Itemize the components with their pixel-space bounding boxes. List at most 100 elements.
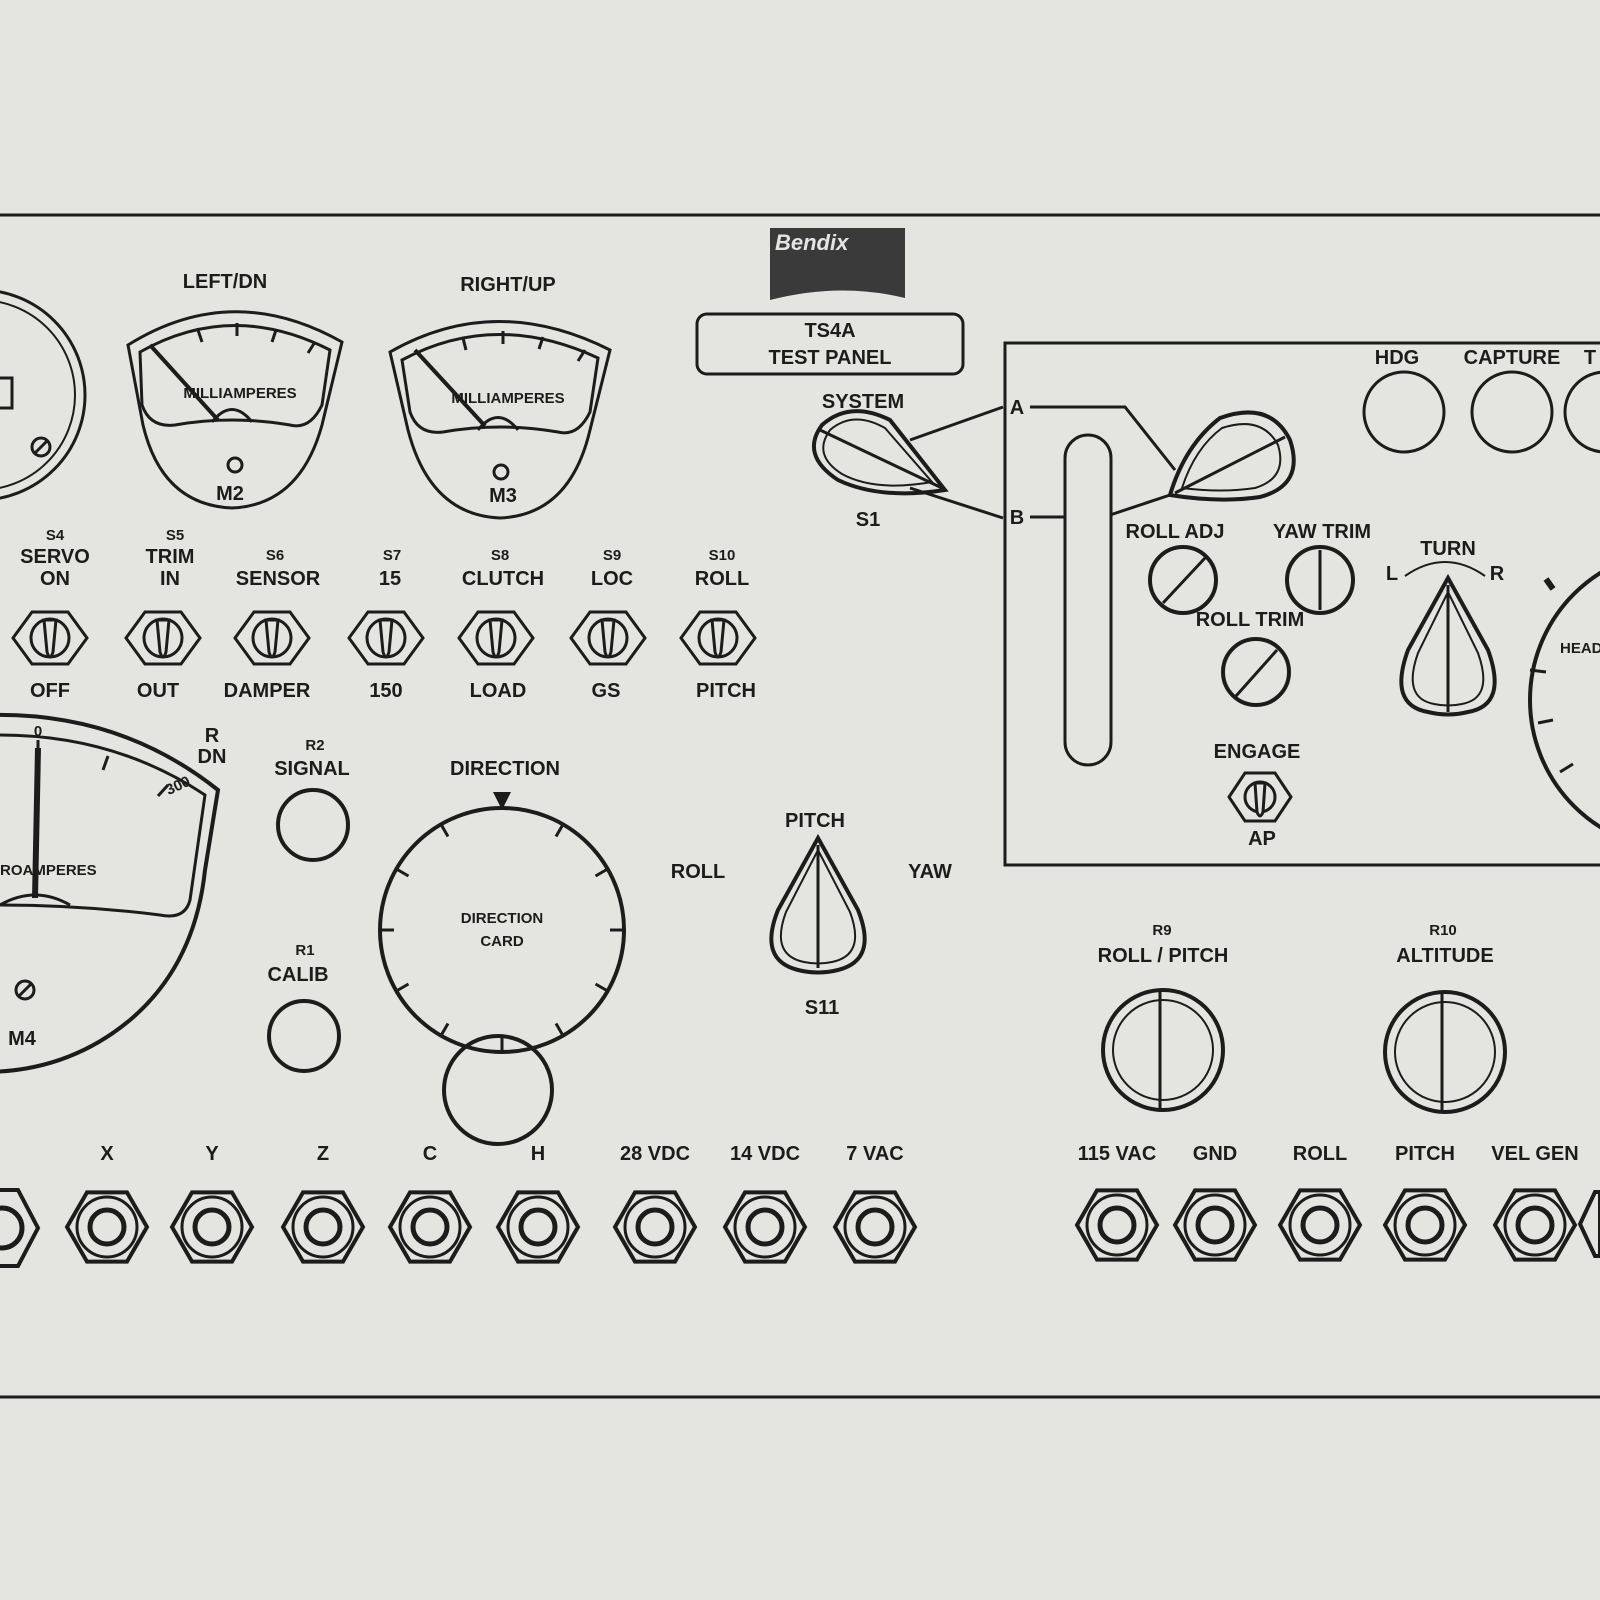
title-model: TS4A <box>804 320 855 342</box>
engage-label: ENGAGE <box>1214 741 1301 763</box>
yaw-trim-screw[interactable] <box>1285 545 1355 615</box>
heading-dial-partial: HEAD <box>1528 570 1600 830</box>
jack-115-vac[interactable]: 115 VAC <box>1074 1143 1160 1262</box>
jack-h[interactable]: H <box>495 1143 581 1264</box>
m3-zero-screw[interactable] <box>492 463 510 481</box>
toggle-lever[interactable] <box>710 618 726 659</box>
toggle-id: S8 <box>491 547 509 564</box>
jack-socket <box>1300 1205 1340 1245</box>
r9-roll-pitch-knob[interactable] <box>1101 988 1225 1112</box>
toggle-s4[interactable]: S4 SERVO ON OFF <box>11 527 90 702</box>
m3-scale-label: MILLIAMPERES <box>451 390 564 407</box>
jack-x[interactable]: X <box>64 1143 150 1264</box>
direction-knob[interactable] <box>442 1034 554 1146</box>
engage-toggle[interactable] <box>1227 771 1293 823</box>
jack-ring <box>1288 1193 1352 1257</box>
turn-knob[interactable] <box>1399 573 1497 717</box>
system-pos-b: B <box>1010 507 1024 529</box>
toggle-top-label: SERVO <box>20 546 90 568</box>
toggle-s10[interactable]: S10 ROLL PITCH <box>679 547 757 702</box>
zero-adjust-screw[interactable] <box>30 436 52 458</box>
toggle-s5[interactable]: S5 TRIM IN OUT <box>124 527 202 702</box>
m2-zero-screw[interactable] <box>226 456 244 474</box>
capture-label: CAPTURE <box>1464 347 1561 369</box>
jack-28-vdc[interactable]: 28 VDC <box>612 1143 698 1264</box>
m4-dn-label: DN <box>198 746 227 768</box>
m3-id: M3 <box>489 485 517 507</box>
toggle-lever[interactable] <box>488 618 504 659</box>
roll-adj-label: ROLL ADJ <box>1126 521 1225 543</box>
toggle-id: S10 <box>709 547 736 564</box>
jack-nut <box>169 1190 255 1264</box>
jack-socket <box>1195 1205 1235 1245</box>
jack-nut <box>387 1190 473 1264</box>
toggle-bottom-label: OUT <box>137 680 179 702</box>
system-selector-s1[interactable] <box>812 409 949 496</box>
m4-end-label: 300 <box>163 773 193 799</box>
s1-id: S1 <box>856 509 880 531</box>
toggle-s8[interactable]: S8 CLUTCH LOAD <box>457 547 544 702</box>
toggle-lever[interactable] <box>42 618 58 659</box>
partial-lamp[interactable] <box>1563 370 1600 454</box>
selector-s11-knob[interactable] <box>769 833 867 975</box>
jack-partial-left[interactable] <box>0 1188 41 1268</box>
partial-label: T <box>1584 347 1596 369</box>
jack-socket <box>87 1207 127 1247</box>
toggle-lever[interactable] <box>155 618 171 659</box>
jack-nut <box>1172 1188 1258 1262</box>
toggle-bottom-label: GS <box>592 680 621 702</box>
r9-id: R9 <box>1152 922 1171 939</box>
r2-signal-knob[interactable] <box>276 788 350 862</box>
jack-nut <box>832 1190 918 1264</box>
jack-pitch[interactable]: PITCH <box>1382 1143 1468 1262</box>
r10-id: R10 <box>1429 922 1457 939</box>
jack-partial-right[interactable] <box>1577 1190 1600 1258</box>
meter-m3: MILLIAMPERES M3 <box>388 320 612 520</box>
jack-nut <box>1382 1188 1468 1262</box>
toggle-s7[interactable]: S7 15 150 <box>347 547 425 702</box>
jack-label: VEL GEN <box>1491 1143 1578 1165</box>
hdg-lamp[interactable] <box>1362 370 1446 454</box>
toggle-id: S6 <box>266 547 284 564</box>
r10-altitude-knob[interactable] <box>1383 990 1507 1114</box>
toggle-top-label: SENSOR <box>236 568 321 590</box>
m2-scale-label: MILLIAMPERES <box>183 385 296 402</box>
roll-trim-screw[interactable] <box>1221 637 1291 707</box>
toggle-top-label: ROLL <box>695 568 749 590</box>
toggle-lever[interactable] <box>264 618 280 659</box>
capture-lamp[interactable] <box>1470 370 1554 454</box>
toggle-top-label: IN <box>160 568 180 590</box>
jack-c[interactable]: C <box>387 1143 473 1264</box>
jack-label: PITCH <box>1395 1143 1455 1165</box>
toggle-lever[interactable] <box>600 618 616 659</box>
slide-channel[interactable] <box>1063 433 1113 767</box>
toggle-s9[interactable]: S9 LOC GS <box>569 547 647 702</box>
jack-7-vac[interactable]: 7 VAC <box>832 1143 918 1264</box>
jack-socket <box>410 1207 450 1247</box>
jack-z[interactable]: Z <box>280 1143 366 1264</box>
jack-gnd[interactable]: GND <box>1172 1143 1258 1262</box>
r1-calib-knob[interactable] <box>267 999 341 1073</box>
direction-index-pointer <box>493 792 511 810</box>
leader-line <box>1109 493 1171 517</box>
m4-zero-screw[interactable] <box>14 979 36 1001</box>
jack-14-vdc[interactable]: 14 VDC <box>722 1143 808 1264</box>
jack-y[interactable]: Y <box>169 1143 255 1264</box>
jack-label: 7 VAC <box>846 1143 903 1165</box>
jack-ring <box>506 1195 570 1259</box>
toggle-s6[interactable]: S6 SENSOR DAMPER <box>224 547 321 702</box>
jack-label: X <box>100 1143 114 1165</box>
turn-label: TURN <box>1420 538 1476 560</box>
dial-tick <box>395 867 410 878</box>
m2-header: LEFT/DN <box>183 271 267 293</box>
jack-ring <box>1393 1193 1457 1257</box>
dial-tick <box>439 823 450 838</box>
jack-label: GND <box>1193 1143 1237 1165</box>
toggle-lever[interactable] <box>378 618 394 659</box>
roll-adj-screw[interactable] <box>1148 545 1218 615</box>
jack-socket <box>855 1207 895 1247</box>
jack-vel-gen[interactable]: VEL GEN <box>1491 1143 1579 1262</box>
system-knob-right[interactable] <box>1167 410 1296 502</box>
jack-nut <box>612 1190 698 1264</box>
jack-roll[interactable]: ROLL <box>1277 1143 1363 1262</box>
